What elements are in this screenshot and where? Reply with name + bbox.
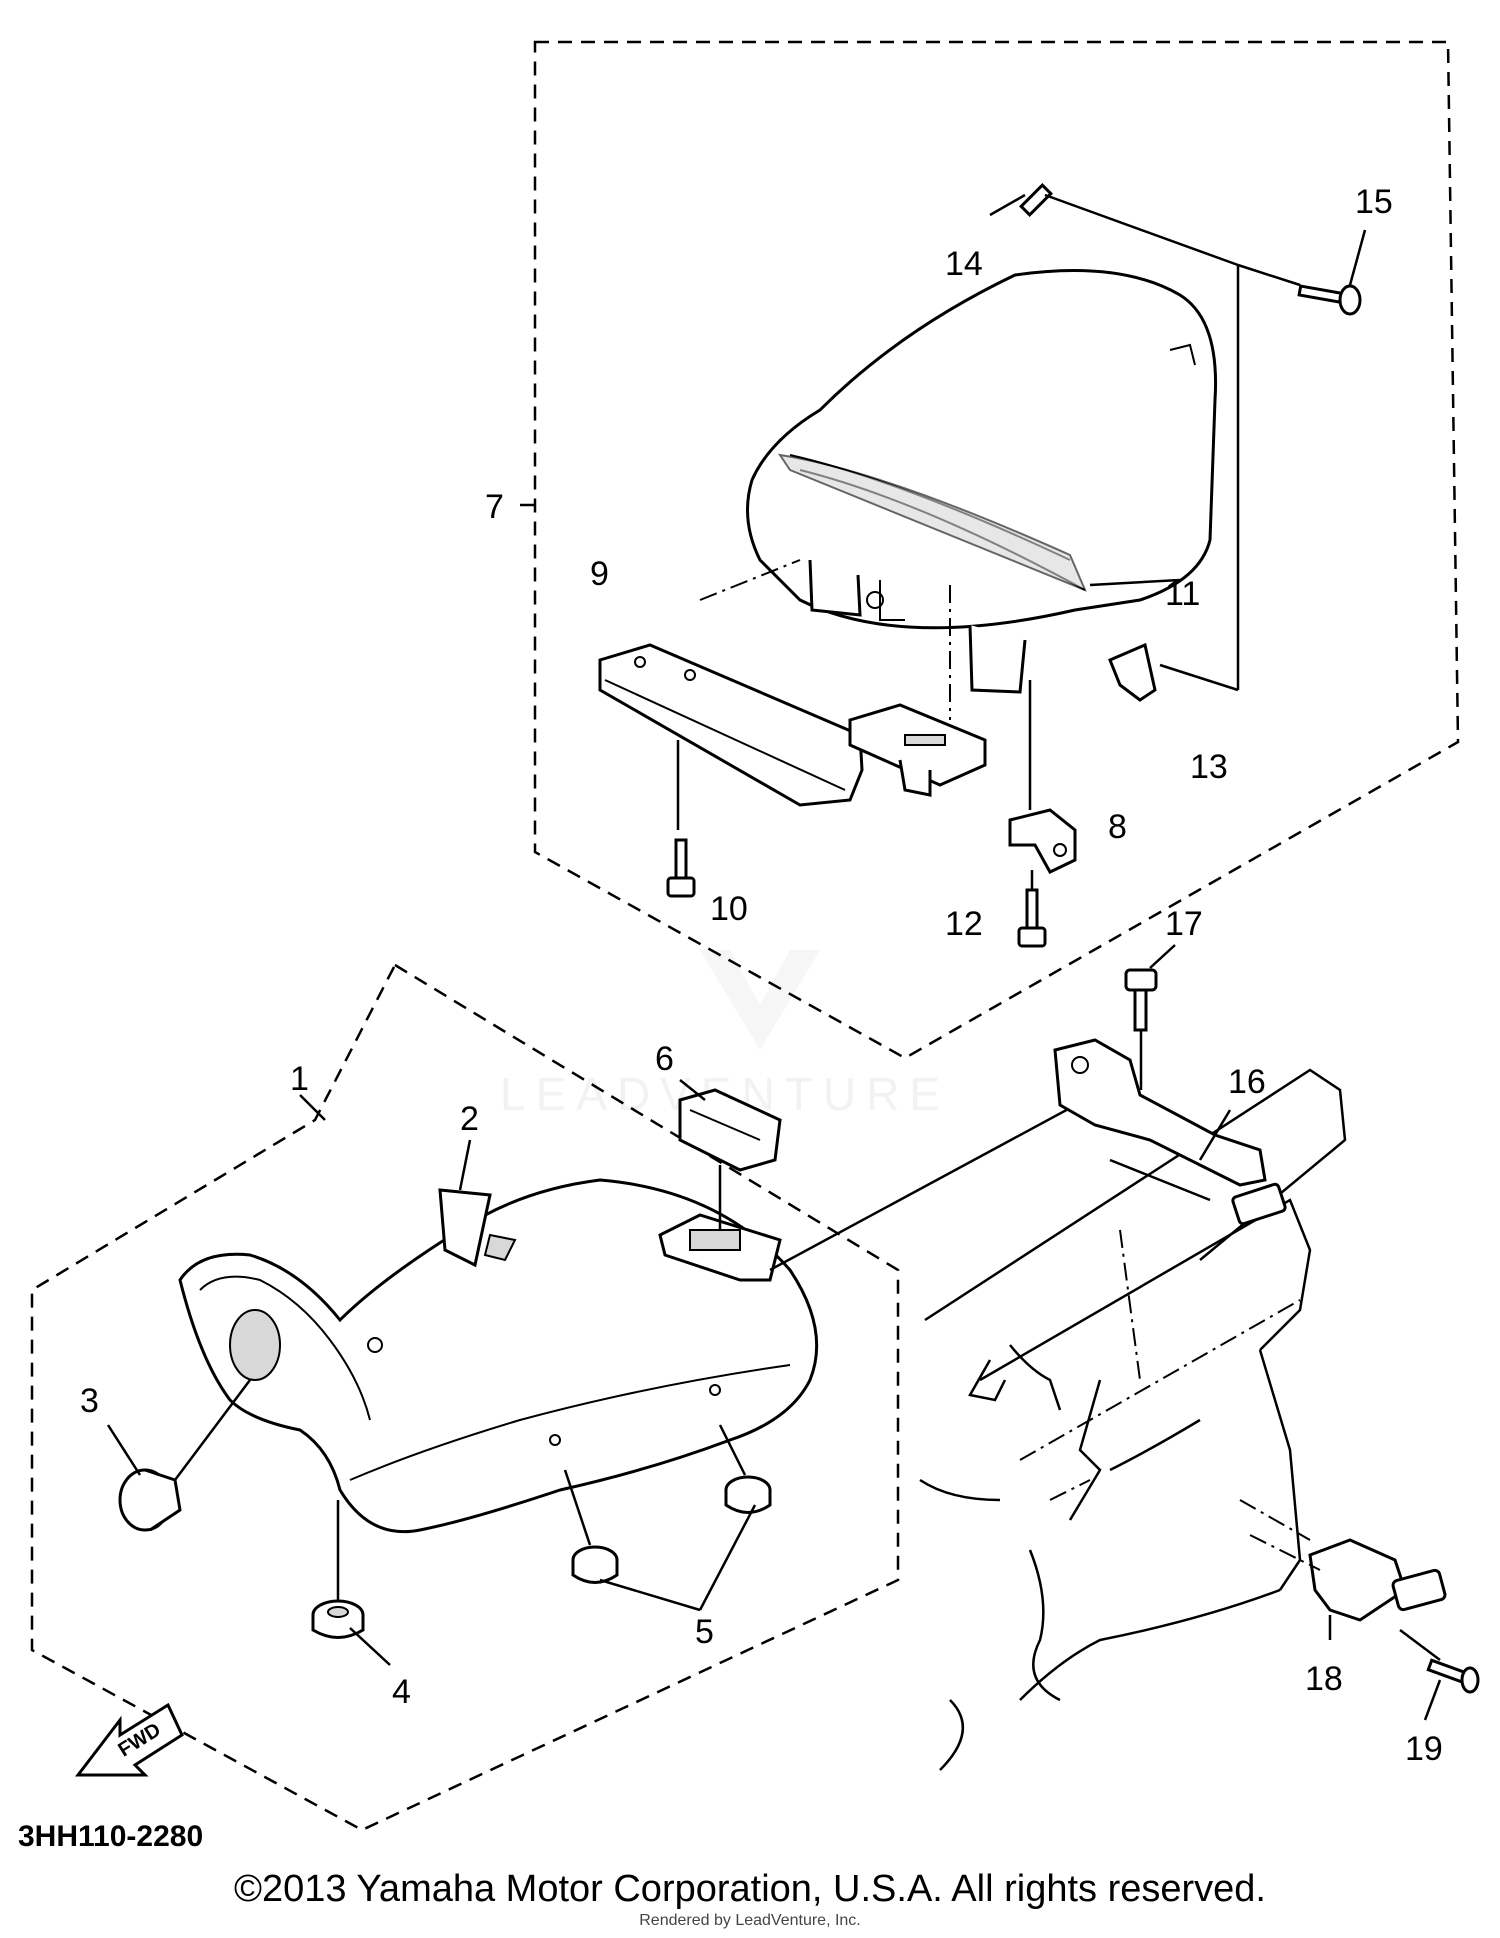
callout-7: 7 — [485, 488, 504, 526]
fwd-arrow: FWD — [74, 1702, 184, 1777]
group-1-leaders — [106, 1079, 1086, 1666]
callout-4: 4 — [392, 1673, 411, 1711]
callout-2: 2 — [460, 1100, 479, 1138]
callout-labels: 1 2 3 4 5 6 7 8 9 10 11 12 13 14 15 16 1… — [80, 183, 1443, 1768]
part-4-damper — [311, 1599, 365, 1639]
callout-8: 8 — [1108, 808, 1127, 846]
callout-10: 10 — [710, 890, 748, 928]
callout-1: 1 — [290, 1060, 309, 1098]
frame — [919, 1068, 1347, 1771]
callout-13: 13 — [1190, 748, 1228, 786]
part-5-damper-left — [571, 1545, 619, 1584]
callout-11: 11 — [1165, 575, 1200, 613]
part-18-leader — [1249, 1534, 1321, 1571]
callout-3: 3 — [80, 1382, 99, 1420]
part-3-knob — [118, 1468, 182, 1532]
callout-5: 5 — [695, 1613, 714, 1651]
part-19-leader — [1399, 1629, 1441, 1661]
seat-hook-bracket — [658, 1213, 782, 1282]
part-18-lock — [1308, 1538, 1447, 1622]
part-8-bracket — [1008, 808, 1077, 874]
part-13-hook — [1108, 642, 1157, 702]
bolt-10 — [666, 838, 696, 898]
bolt-17-label-leader — [1149, 944, 1176, 969]
bolt-17 — [1124, 968, 1158, 1032]
part-5-damper-right — [724, 1475, 772, 1514]
copyright-notice: ©2013 Yamaha Motor Corporation, U.S.A. A… — [234, 1868, 1266, 1910]
rear-seat — [746, 269, 1218, 694]
rendered-by-notice: Rendered by LeadVenture, Inc. — [639, 1912, 861, 1929]
callout-18: 18 — [1305, 1660, 1343, 1698]
group-7-leaders — [520, 193, 1367, 890]
callout-17: 17 — [1165, 905, 1203, 943]
callout-14: 14 — [945, 245, 983, 283]
callout-16: 16 — [1228, 1063, 1266, 1101]
callout-12: 12 — [945, 905, 983, 943]
part-2-tab — [438, 1188, 517, 1268]
part-19-label-leader — [1423, 1679, 1442, 1721]
callout-9: 9 — [590, 555, 609, 593]
front-seat — [178, 1178, 819, 1534]
seat-plate — [848, 703, 987, 797]
part-15-bolt — [1297, 284, 1362, 316]
part-16-lock — [1053, 1038, 1287, 1226]
diagram-code: 3HH110-2280 — [18, 1820, 204, 1853]
callout-6: 6 — [655, 1040, 674, 1078]
callout-19: 19 — [1405, 1730, 1443, 1768]
bolt-12 — [1017, 888, 1047, 948]
part-14-screw — [1019, 183, 1053, 217]
part-9-bracket — [598, 643, 864, 807]
part-16-leader — [1198, 1109, 1232, 1161]
part-19-screw — [1426, 1658, 1480, 1694]
callout-15: 15 — [1355, 183, 1393, 221]
part-6-grommet — [678, 1088, 782, 1172]
